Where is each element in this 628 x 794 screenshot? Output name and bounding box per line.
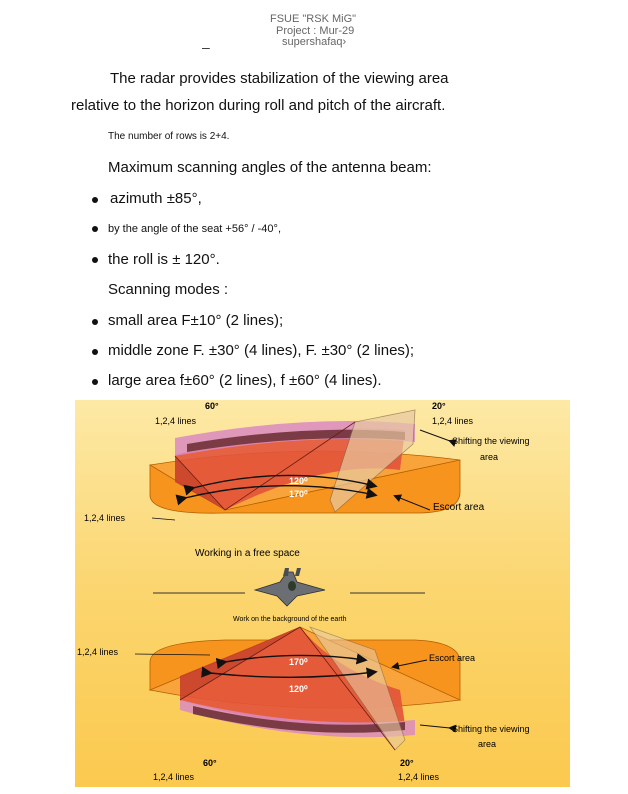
radar-scan-diagram: 60° 1,2,4 lines 20° 1,2,4 lines Shifting… <box>75 400 570 787</box>
angle-seat: by the angle of the seat +56° / -40°, <box>108 223 281 235</box>
top-shift-label: Shifting the viewing <box>452 436 530 446</box>
bottom-shift-label: Shifting the viewing <box>452 724 530 734</box>
bullet-dot <box>92 379 98 385</box>
bullet-dot <box>92 197 98 203</box>
mode-small-area: small area F±10° (2 lines); <box>108 312 284 329</box>
modes-heading: Scanning modes : <box>108 281 229 298</box>
rows-note: The number of rows is 2+4. <box>108 131 230 142</box>
top-left-lines: 1,2,4 lines <box>84 513 126 523</box>
top-arc-170: 170⁰ <box>289 489 308 499</box>
bullet-dot <box>92 226 98 232</box>
top-shift-label-2: area <box>480 452 498 462</box>
intro-line-2: relative to the horizon during roll and … <box>71 97 446 114</box>
top-arc-120: 120⁰ <box>289 476 308 486</box>
bottom-angle-20: 20° <box>400 758 414 768</box>
earth-label: Work on the background of the earth <box>233 616 347 623</box>
bottom-lines-60: 1,2,4 lines <box>153 772 195 782</box>
top-escort-label: Escort area <box>433 502 485 513</box>
bottom-angle-60: 60° <box>203 758 217 768</box>
top-lines-60: 1,2,4 lines <box>155 416 197 426</box>
angle-roll: the roll is ± 120°. <box>108 251 220 268</box>
bullet-dot <box>92 319 98 325</box>
bullet-dot <box>92 349 98 355</box>
angles-heading: Maximum scanning angles of the antenna b… <box>108 159 432 176</box>
top-angle-60: 60° <box>205 401 219 411</box>
radar-diagram-svg: 60° 1,2,4 lines 20° 1,2,4 lines Shifting… <box>75 400 570 787</box>
bottom-arc-170: 170⁰ <box>289 657 308 667</box>
top-scan-sector <box>148 409 461 521</box>
free-space-label: Working in a free space <box>195 548 300 559</box>
bottom-scan-sector <box>134 626 462 751</box>
top-lines-20: 1,2,4 lines <box>432 416 474 426</box>
angle-azimuth: azimuth ±85°, <box>110 190 202 207</box>
mode-middle-zone: middle zone F. ±30° (4 lines), F. ±30° (… <box>108 342 415 359</box>
top-angle-20: 20° <box>432 401 446 411</box>
bottom-shift-label-2: area <box>478 739 496 749</box>
aircraft-icon <box>153 568 425 607</box>
bottom-arc-120: 120⁰ <box>289 684 308 694</box>
mode-large-area: large area f±60° (2 lines), f ±60° (4 li… <box>108 372 382 389</box>
bottom-lines-20: 1,2,4 lines <box>398 772 440 782</box>
header-org: FSUE "RSK MiG" <box>270 13 357 25</box>
bottom-left-lines: 1,2,4 lines <box>77 647 119 657</box>
bullet-dot <box>92 257 98 263</box>
header-project: Project : Mur-29 <box>276 25 355 37</box>
intro-line-1: The radar provides stabilization of the … <box>110 70 449 87</box>
header-dash: ‒ <box>202 39 210 55</box>
bottom-escort-label: Escort area <box>429 653 475 663</box>
header-author: supershafaq› <box>282 36 347 48</box>
